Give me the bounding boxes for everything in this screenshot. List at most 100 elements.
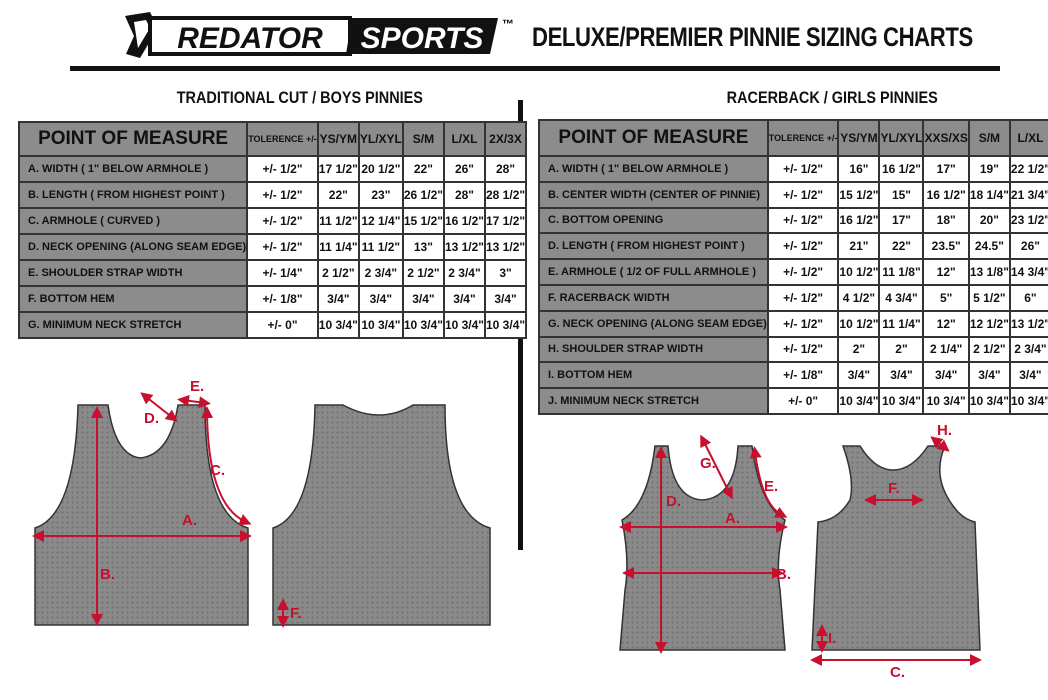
table-row: H. SHOULDER STRAP WIDTH+/- 1/2"2"2"2 1/4… <box>538 335 1048 364</box>
table-cell: 21" <box>837 232 881 261</box>
boys-subtitle: TRADITIONAL CUT / BOYS PINNIES <box>176 88 423 107</box>
table-cell: 10 3/4" <box>1008 387 1048 415</box>
table-cell: 28 1/2" <box>483 181 528 209</box>
table-cell: +/- 1/2" <box>246 155 319 183</box>
table-cell: 3/4" <box>967 361 1011 390</box>
table-row: A. WIDTH ( 1" BELOW ARMHOLE )+/- 1/2"17 … <box>17 155 528 183</box>
page-title: DELUXE/PREMIER PINNIE SIZING CHARTS <box>532 22 973 52</box>
girls-label-f: F. <box>888 480 900 497</box>
measure-label: F. RACERBACK WIDTH <box>538 283 769 312</box>
table-cell: 3/4" <box>401 285 445 313</box>
table-cell: +/- 1/2" <box>766 258 840 286</box>
table-cell: +/- 0" <box>766 387 840 415</box>
girls-label-h: H. <box>937 422 952 439</box>
table-cell: 11 1/2" <box>316 207 360 235</box>
table-cell: 11 1/4" <box>316 233 360 261</box>
table-row: C. BOTTOM OPENING+/- 1/2"16 1/2"17"18"20… <box>538 206 1048 235</box>
table-cell: +/- 1/2" <box>766 335 840 364</box>
girls-measure-g <box>700 434 733 500</box>
table-cell: 10 3/4" <box>967 387 1011 415</box>
measure-label: E. SHOULDER STRAP WIDTH <box>17 259 249 287</box>
header-rule <box>70 66 1000 71</box>
measure-label: F. BOTTOM HEM <box>17 285 249 313</box>
table-cell: 2 1/2" <box>401 259 445 287</box>
table-row: J. MINIMUM NECK STRETCH+/- 0" 10 3/4"10 3… <box>538 387 1048 415</box>
table-cell: 12 1/2" <box>967 309 1011 338</box>
measure-label: H. SHOULDER STRAP WIDTH <box>538 335 769 364</box>
table-cell: 2 3/4" <box>1008 335 1048 364</box>
table-cell: 3/4" <box>316 285 360 313</box>
table-cell: 10 3/4" <box>483 311 528 339</box>
column-header: TOLERENCE +/- <box>246 121 319 157</box>
table-cell: +/- 1/8" <box>246 285 319 313</box>
table-cell: 3/4" <box>837 361 881 390</box>
label-d: D. <box>144 410 159 427</box>
table-row: B. LENGTH ( FROM HIGHEST POINT )+/- 1/2"… <box>17 181 528 209</box>
boys-measure-d <box>140 392 178 422</box>
table-cell: +/- 1/2" <box>766 206 840 235</box>
table-cell: 10 3/4" <box>316 311 360 339</box>
column-header: YL/XYL <box>357 121 404 157</box>
boys-back-jersey <box>272 404 491 626</box>
table-cell: 3/4" <box>922 361 970 390</box>
table-cell: 2 1/4" <box>922 335 970 364</box>
girls-back-jersey <box>811 445 981 651</box>
table-cell: 22 1/2" <box>1008 155 1048 183</box>
table-row: A. WIDTH ( 1" BELOW ARMHOLE )+/- 1/2"16"… <box>538 155 1048 183</box>
boys-front-jersey <box>34 404 249 626</box>
column-header: YS/YM <box>837 119 881 157</box>
table-cell: 5" <box>922 283 970 312</box>
table-cell: 3/4" <box>357 285 404 313</box>
column-header: POINT OF MEASURE <box>538 119 769 157</box>
table-cell: 18 1/4" <box>967 180 1011 209</box>
measure-label: G. MINIMUM NECK STRETCH <box>17 311 249 339</box>
measure-label: I. BOTTOM HEM <box>538 361 769 390</box>
table-cell: 28" <box>483 155 528 183</box>
table-cell: 2" <box>837 335 881 364</box>
table-cell: +/- 1/2" <box>766 309 840 338</box>
label-a: A. <box>182 512 197 529</box>
table-cell: 4 3/4" <box>878 283 925 312</box>
column-header: YL/XYL <box>878 119 925 157</box>
boys-measure-c <box>201 406 252 526</box>
measure-label: J. MINIMUM NECK STRETCH <box>538 387 769 415</box>
measure-label: D. NECK OPENING (ALONG SEAM EDGE) <box>17 233 249 261</box>
column-header: S/M <box>967 119 1011 157</box>
measure-label: C. BOTTOM OPENING <box>538 206 769 235</box>
table-cell: 23.5" <box>922 232 970 261</box>
table-cell: 16 1/2" <box>922 180 970 209</box>
table-row: I. BOTTOM HEM+/- 1/8"3/4"3/4"3/4"3/4"3/4… <box>538 361 1048 390</box>
column-header: S/M <box>401 121 445 157</box>
table-cell: 2 1/2" <box>967 335 1011 364</box>
table-cell: 13 1/2" <box>483 233 528 261</box>
table-cell: 17 1/2" <box>316 155 360 183</box>
column-header: L/XL <box>1008 119 1048 157</box>
table-cell: 10 1/2" <box>837 258 881 286</box>
table-cell: 10 3/4" <box>357 311 404 339</box>
girls-label-c: C. <box>890 664 905 681</box>
measure-label: C. ARMHOLE ( CURVED ) <box>17 207 249 235</box>
table-cell: 17 1/2" <box>483 207 528 235</box>
girls-label-e: E. <box>764 478 779 495</box>
girls-measure-e <box>749 446 788 518</box>
table-cell: 13 1/8" <box>967 258 1011 286</box>
column-header: XXS/XS <box>922 119 970 157</box>
trademark: ™ <box>502 17 514 31</box>
table-cell: 10 3/4" <box>442 311 487 339</box>
label-f: F. <box>290 605 302 622</box>
girls-label-g: G. <box>700 455 716 472</box>
table-cell: +/- 1/2" <box>246 207 319 235</box>
table-cell: 22" <box>316 181 360 209</box>
table-cell: 11 1/4" <box>878 309 925 338</box>
table-cell: +/- 1/2" <box>766 232 840 261</box>
table-cell: 15 1/2" <box>401 207 445 235</box>
table-cell: 16 1/2" <box>837 206 881 235</box>
column-header: 2X/3X <box>483 121 528 157</box>
measure-label: B. LENGTH ( FROM HIGHEST POINT ) <box>17 181 249 209</box>
table-cell: 21 3/4" <box>1008 180 1048 209</box>
table-cell: 19" <box>967 155 1011 183</box>
table-cell: 15 1/2" <box>837 180 881 209</box>
